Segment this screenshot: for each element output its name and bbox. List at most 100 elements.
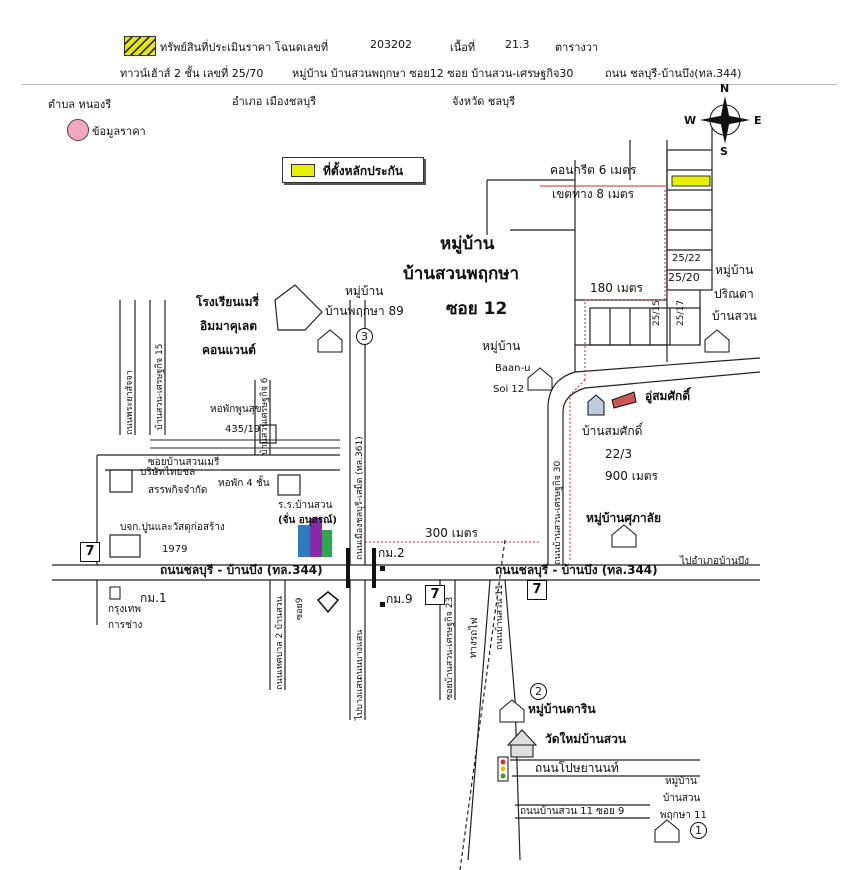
marker-1: 1 [690,822,707,839]
baanu-label-1: หมู่บ้าน [482,339,521,353]
compass-s: S [720,145,728,158]
dorm4-label: หอพัก 4 ชั้น [218,478,270,489]
km1-label: กม.1 [140,591,167,605]
concrete-label: คอนกรีต 6 เมตร [550,163,637,177]
price-info-dot [67,119,89,141]
house-2517-label: 25/17 [676,300,686,326]
village-title-2: บ้านสวนพฤกษา [403,264,520,284]
area-label: เนื้อที่ [450,41,476,54]
krungthep-label-1: กรุงเทพ [108,604,141,615]
to-banbueng-label: ไปอำเภอบ้านบึง [680,556,750,567]
diamond-landmark-icon [316,591,340,614]
collateral-hatch-swatch [124,36,156,56]
property-type: ทาวน์เฮ้าส์ 2 ชั้น เลขที่ 25/70 [120,67,264,80]
townhouse-row [666,149,713,291]
deed-number: 203202 [370,38,412,51]
marker-3: 3 [356,328,373,345]
cement-label-2: 1979 [162,544,188,555]
collateral-legend: ที่ตั้งหลักประกัน [282,157,424,183]
prinda-label-3: บ้านสวน [712,309,757,323]
vil89-label-2: บ้านพฤกษา 89 [325,304,404,318]
bansomsak-label-2: 22/3 [605,447,632,461]
house-icon-prinda [704,329,730,353]
rightofway-label: เขตทาง 8 เมตร [552,187,635,201]
village-title-3: ซอย 12 [446,299,508,319]
marker-2: 2 [530,683,547,700]
dist-180-label: 180 เมตร [590,281,643,295]
school-rrbansuan-icon [298,518,332,557]
village-icons [317,329,730,843]
header-divider [22,84,837,85]
soi-mary-label: ซอยบ้านสวนเมรี่ [148,457,220,468]
district: อำเภอ เมืองชลบุรี [232,95,316,108]
house-2520-label: 25/20 [668,271,700,284]
vil89-label-1: หมู่บ้าน [345,284,384,298]
soi-30-right [562,371,761,565]
traffic-light-icon [497,756,509,782]
soi-left3-label: ถนนเทศบาล 2 บ้านสวน [275,596,285,690]
km-posts [346,548,385,607]
km9-post [380,602,385,607]
km9-label: กม.9 [386,592,413,606]
house-icon-sapa [611,524,637,548]
km2-post [380,566,385,571]
area-unit: ตารางวา [555,41,599,54]
vil11-label-3: พฤกษา 11 [660,810,707,821]
house-icon-darin [499,699,525,723]
compass-w: W [684,114,697,127]
soi-khao-label: ถนนพระยาสัจจา [125,370,135,435]
rrbansuan-label-1: ร.ร.บ้านสวน [278,500,333,511]
dorm-poonsuk-label-2: 435/19 [225,424,261,435]
garage-icon-osomsak [611,391,637,409]
school-label-3: คอนแวนต์ [202,343,256,357]
thaicon-building [109,469,133,493]
house-icon-baanu [527,367,553,391]
compass-rose-icon [700,96,750,144]
lower-block [589,307,701,346]
route-900m [569,379,586,560]
sapa-label: หมู่บ้านศุภาลัย [586,511,662,525]
thaicon-label-1: บริษัทไทยชล [140,467,196,478]
distance-route [365,185,668,560]
krungthep-building [109,586,121,600]
dorm4-building [277,474,301,496]
route-361-label: ถนนเมืองชลบุรี-เสม็ด (ทล.361) [355,436,365,560]
soi9-label: ซอย9 [295,597,305,620]
dist-300-label: 300 เมตร [425,526,478,540]
darin-label: หมู่บ้านดาริน [528,702,596,716]
school-label-2: อิมมาคุเลต [200,319,258,333]
soi-left1-label: บ้านสวน-เศรษฐกิจ 15 [155,343,165,430]
cement-building [109,534,141,558]
bansuan-11-right [504,579,521,861]
deed-label: ทรัพย์สินที่ประเมินราคา โฉนดเลขที่ [160,41,329,54]
vil11-label-2: บ้านสวน [663,793,701,804]
dist-900-label: 900 เมตร [605,469,658,483]
posayanon-label: ถนนโปษยานนท์ [535,761,619,775]
route-180m [584,190,666,380]
subdistrict: ตำบล หนองรี [48,98,112,111]
property-village: หมู่บ้าน บ้านสวนพฤกษา ซอย12 ซอย บ้านสวน-… [292,67,574,80]
mary-school-building [274,284,323,331]
seven-eleven-icon-mid: 7 [425,585,445,605]
collateral-legend-label: ที่ตั้งหลักประกัน [323,164,404,178]
house-icon-vil89 [317,329,343,353]
mainroad-right-label: ถนนชลบุรี - บ้านบึง (ทล.344) [495,563,658,577]
soi-30-label: ถนนบ้านสวน-เศรษฐกิจ 30 [553,460,563,565]
krungthep-label-2: การช่าง [108,620,143,631]
school-label-1: โรงเรียนเมรี่ [196,295,259,309]
road-network [52,120,761,870]
area-value: 21.3 [505,38,530,51]
baanu-label-2: Baan-u [495,363,531,374]
bansuan-11-left [467,579,491,861]
thaicon-label-2: สรรพกิจจำกัด [148,485,208,496]
baanu-label-3: Soi 12 [493,384,525,395]
bansuan11-soi9-label: ถนนบ้านสวน 11 ซอย 9 [520,806,625,817]
prinda-label-1: หมู่บ้าน [715,263,754,277]
dorm-poonsuk-building [259,424,277,444]
to-bangsaen-label: ไปบางแสน [355,677,365,720]
seven-eleven-icon-left: 7 [80,542,100,562]
house-2515-label: 25/15 [652,300,662,326]
price-info-label: ข้อมูลราคา [92,125,146,138]
soi-23-label: ซอยบ้านสวน-เศรษฐกิจ 23 [445,596,455,700]
dorm-poonsuk-label-1: หอพักพูนสุข [210,404,262,415]
